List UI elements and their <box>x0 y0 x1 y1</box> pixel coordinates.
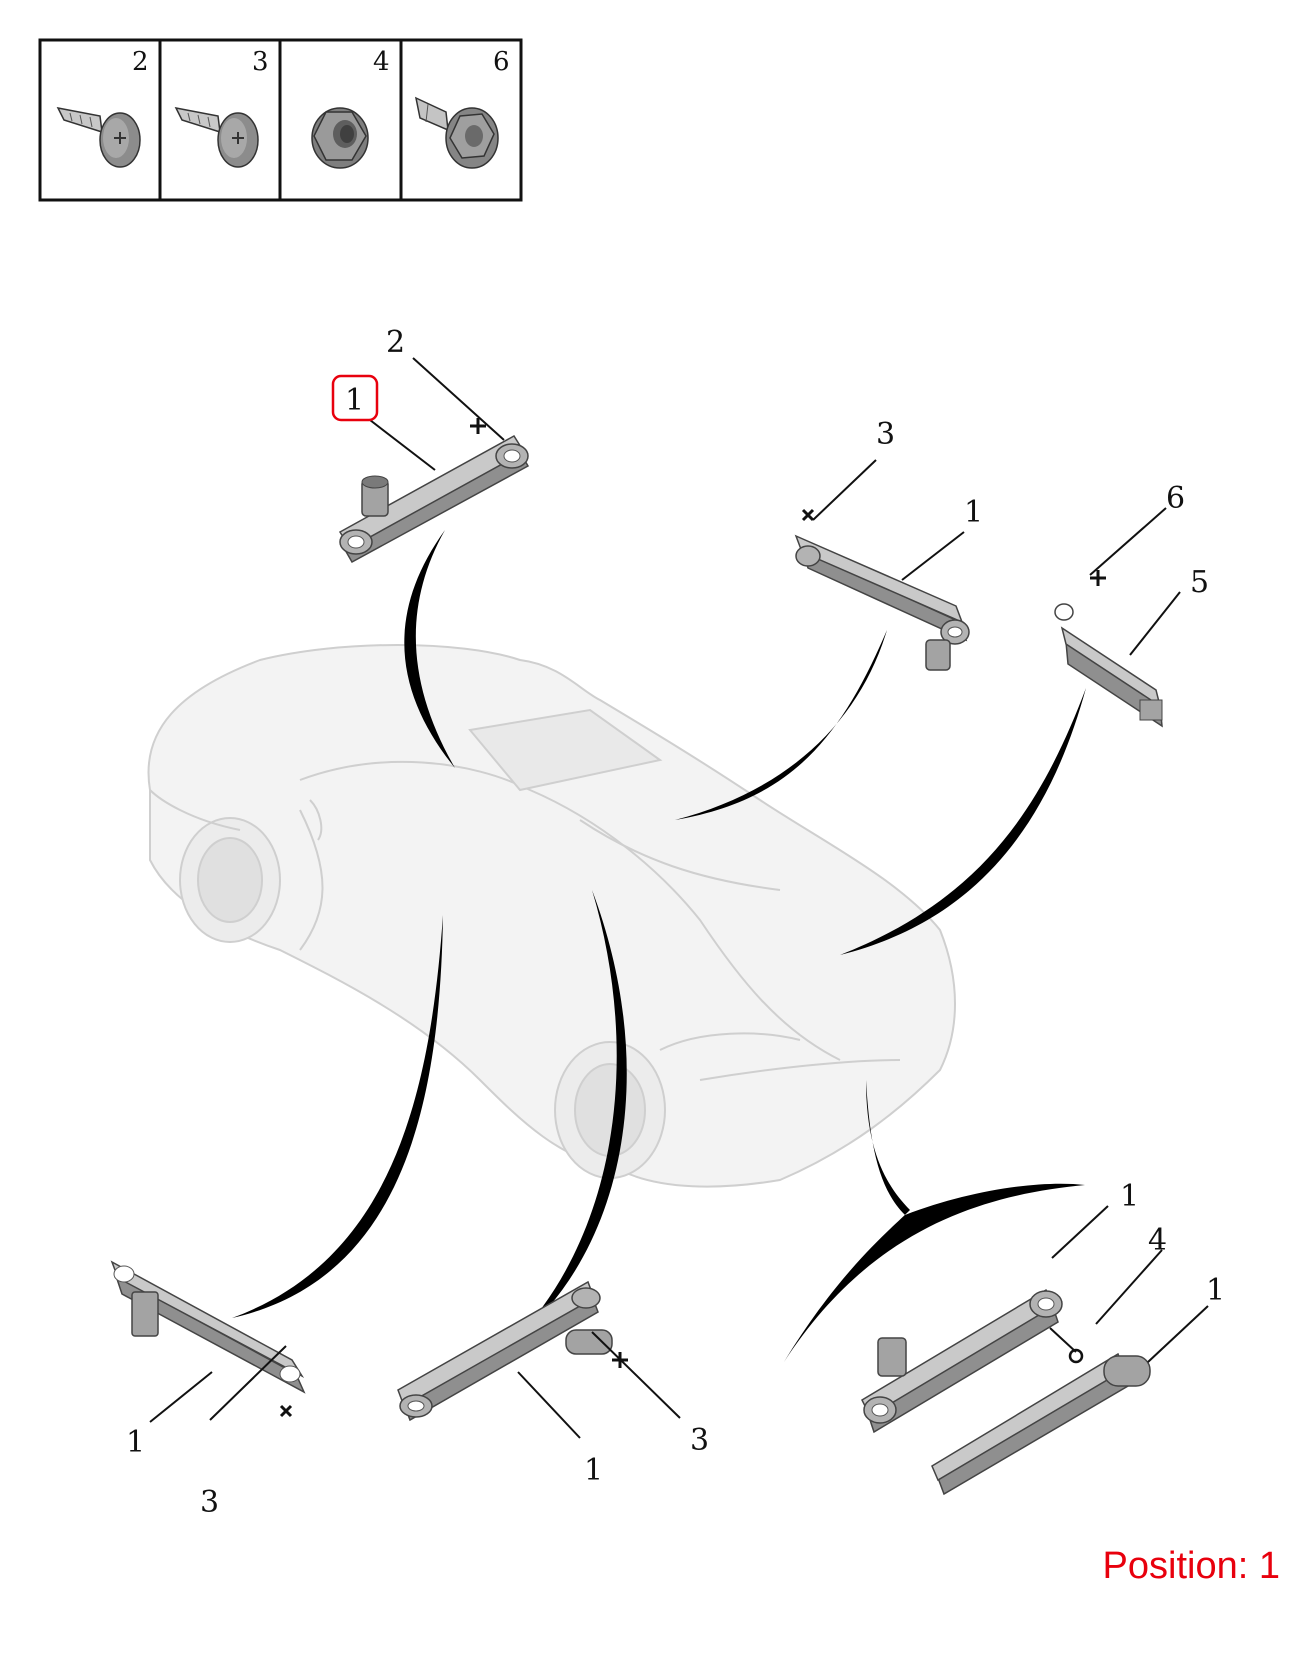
callout-nut-number: 4 <box>1148 1223 1167 1258</box>
callout-labels: 2 1 3 1 6 5 1 3 1 3 1 4 1 <box>126 325 1225 1520</box>
callout-part-number: 1 <box>345 383 364 418</box>
fastener-cell-label: 2 <box>132 47 149 77</box>
push-clip-icon <box>414 96 499 169</box>
antenna-part-center <box>397 1280 613 1422</box>
callout-part-number: 1 <box>1120 1179 1139 1214</box>
connector-curves <box>232 530 1086 1362</box>
antenna-part-rear-b <box>931 1352 1151 1496</box>
screw-icon <box>56 106 141 168</box>
antenna-part-left <box>110 1260 306 1394</box>
fastener-cell-label: 6 <box>493 47 510 77</box>
fastener-cell-label: 4 <box>373 47 390 77</box>
callout-part-number: 1 <box>964 495 983 530</box>
fastener-cell-label: 3 <box>252 47 269 77</box>
leader-lines <box>149 357 1209 1439</box>
callout-screw-number: 3 <box>876 417 895 452</box>
screw-icon <box>174 106 259 168</box>
antenna-part-rear-a <box>861 1288 1063 1434</box>
position-indicator: Position: 1 <box>1102 1545 1280 1587</box>
callout-screw-number: 2 <box>386 325 405 360</box>
callout-part-number: 1 <box>126 1425 145 1460</box>
callout-screw-number: 3 <box>690 1423 709 1458</box>
vehicle-illustration <box>147 644 956 1188</box>
flange-nut-icon <box>311 107 369 169</box>
callout-screw-number: 3 <box>200 1485 219 1520</box>
antenna-part-roof-right <box>794 534 970 671</box>
fastener-table: 2 3 4 6 <box>38 38 523 202</box>
antenna-module <box>1054 603 1163 728</box>
selection-highlight <box>331 374 379 422</box>
antenna-part-top <box>338 435 530 564</box>
callout-clip-number: 6 <box>1166 481 1185 516</box>
callout-part-number: 1 <box>584 1453 603 1488</box>
callout-part-number: 1 <box>1206 1273 1225 1308</box>
fastener-markers <box>279 418 1106 1418</box>
callout-part-number: 5 <box>1190 565 1209 600</box>
